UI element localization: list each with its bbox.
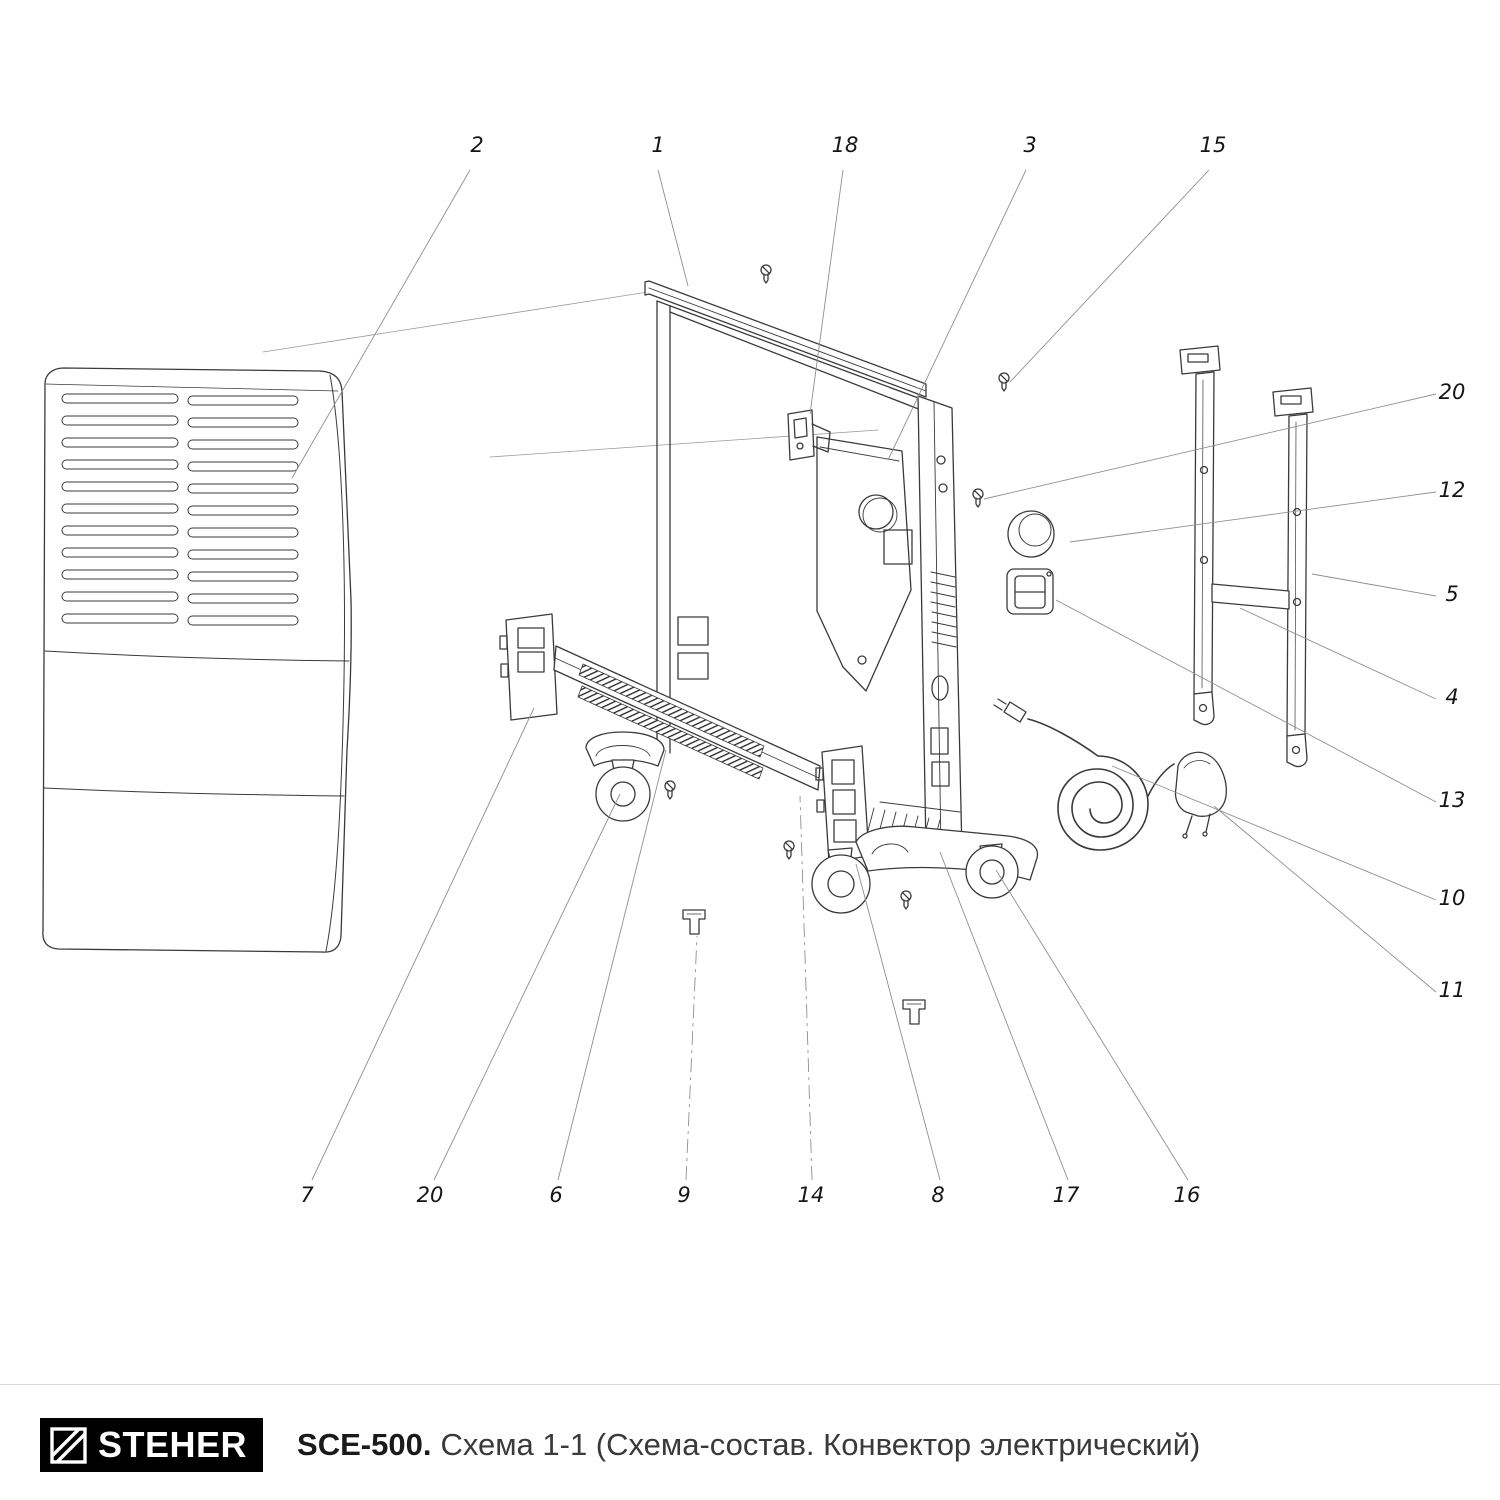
thermostat-knob: [1007, 510, 1055, 558]
right-caster-wheel-left: [811, 854, 871, 914]
part-number-right-11: 11: [1439, 978, 1466, 1002]
steher-logo-text: STEHER: [98, 1424, 248, 1465]
leader-line-right-12: [1069, 491, 1437, 543]
screw-5: [783, 840, 795, 860]
mains-plug: [1174, 751, 1227, 839]
footer: STEHER SCE-500.Схема 1-1 (Схема-состав. …: [0, 1384, 1500, 1472]
leader-line-top-18: [809, 169, 844, 415]
leader-line-top-1: [657, 169, 689, 287]
part-number-right-10: 10: [1439, 886, 1466, 910]
part-number-right-12: 12: [1439, 478, 1466, 502]
part-number-right-4: 4: [1445, 685, 1458, 709]
steher-logo-icon: [50, 1426, 87, 1464]
part-number-top-15: 15: [1200, 133, 1227, 157]
part-number-bottom-17: 17: [1053, 1183, 1080, 1207]
part-number-bottom-14: 14: [798, 1183, 825, 1207]
power-switch: [1006, 568, 1054, 615]
top-rail: [644, 280, 927, 398]
right-sled-bracket: [815, 745, 870, 863]
screw-1: [760, 264, 772, 284]
main-body-back-panel: [656, 300, 963, 854]
front-cover-vent-slats: [61, 393, 299, 626]
leader-line-right-20: [983, 393, 1437, 500]
caption-text: Схема 1-1 (Схема-состав. Конвектор элект…: [440, 1427, 1201, 1462]
screw-3: [972, 488, 984, 508]
column-louvers: [930, 571, 957, 648]
leader-line-top-2: [291, 169, 471, 479]
aux-leader-line-1: [262, 291, 649, 353]
cord-connector: [993, 698, 1027, 723]
part-number-bottom-9: 9: [677, 1183, 690, 1207]
leader-line-bottom-14: [799, 795, 813, 1181]
diagram-caption: SCE-500.Схема 1-1 (Схема-состав. Конвект…: [297, 1427, 1200, 1463]
leader-line-right-13: [1055, 599, 1437, 803]
heating-element-rail: [553, 645, 821, 791]
part-number-right-13: 13: [1439, 788, 1466, 812]
left-sled-bracket: [499, 613, 558, 721]
leader-line-bottom-8: [855, 863, 941, 1181]
part-number-top-3: 3: [1023, 133, 1036, 157]
heat-deflector-panel: [816, 436, 913, 692]
part-number-bottom-20: 20: [417, 1183, 444, 1207]
leader-line-top-3: [887, 169, 1027, 461]
part-number-callouts: 2 1 18 3 15 20 12 5 4 13 10 11 7 20 6 9 14 8 17 16: [291, 133, 1466, 1207]
wall-bracket-right: [1272, 387, 1314, 768]
part-number-right-5: 5: [1445, 582, 1458, 606]
leader-line-bottom-16: [995, 869, 1189, 1181]
part-number-bottom-8: 8: [931, 1183, 944, 1207]
leader-line-top-15: [1009, 169, 1210, 383]
power-cord-coil: [1027, 718, 1175, 851]
part-number-bottom-7: 7: [300, 1183, 314, 1207]
wall-bracket-left: [1179, 345, 1221, 726]
part-number-top-1: 1: [651, 133, 664, 157]
leader-line-bottom-7: [311, 707, 535, 1181]
model-number: SCE-500.: [297, 1427, 432, 1462]
screw-2: [998, 372, 1010, 392]
leader-line-bottom-6: [557, 749, 667, 1181]
left-caster-wheel: [595, 766, 651, 822]
wall-bracket-crossbar: [1211, 583, 1290, 610]
leader-line-bottom-20: [433, 793, 621, 1181]
screw-6: [900, 890, 912, 910]
leader-line-right-4: [1239, 607, 1437, 700]
part-number-top-2: 2: [470, 133, 483, 157]
steher-logo: STEHER: [40, 1418, 264, 1472]
cable-clip-1: [682, 909, 706, 935]
leader-line-right-11: [1213, 805, 1437, 993]
part-number-bottom-6: 6: [549, 1183, 562, 1207]
part-number-bottom-16: 16: [1174, 1183, 1201, 1207]
hinge-bracket: [787, 409, 831, 461]
part-number-right-20: 20: [1439, 380, 1466, 404]
leader-line-bottom-9: [685, 935, 698, 1181]
screw-4: [664, 780, 676, 800]
footer-divider: [0, 1384, 1500, 1385]
leader-line-bottom-17: [939, 851, 1069, 1181]
leader-line-right-10: [1111, 765, 1437, 901]
right-caster-wheel-right: [965, 845, 1019, 899]
leader-line-right-5: [1311, 573, 1437, 597]
cable-clip-2: [902, 999, 926, 1025]
part-number-top-18: 18: [832, 133, 859, 157]
